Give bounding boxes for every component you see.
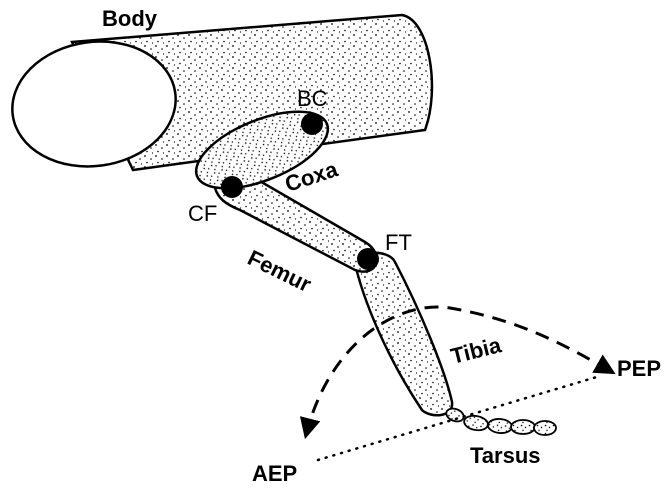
tarsus-segments <box>444 406 556 435</box>
bc-joint-marker <box>301 113 323 135</box>
tarsus-label: Tarsus <box>470 443 541 468</box>
cf-label: CF <box>188 201 217 226</box>
aep-label: AEP <box>252 461 297 486</box>
cf-joint-marker <box>221 176 243 198</box>
pep-label: PEP <box>617 356 661 381</box>
femur-label: Femur <box>244 245 316 297</box>
ft-joint-marker <box>357 248 379 270</box>
tibia-label: Tibia <box>448 332 504 369</box>
body-label: Body <box>102 6 158 31</box>
ft-label: FT <box>385 230 412 255</box>
tibia-segment <box>356 253 452 415</box>
bc-label: BC <box>297 86 328 111</box>
